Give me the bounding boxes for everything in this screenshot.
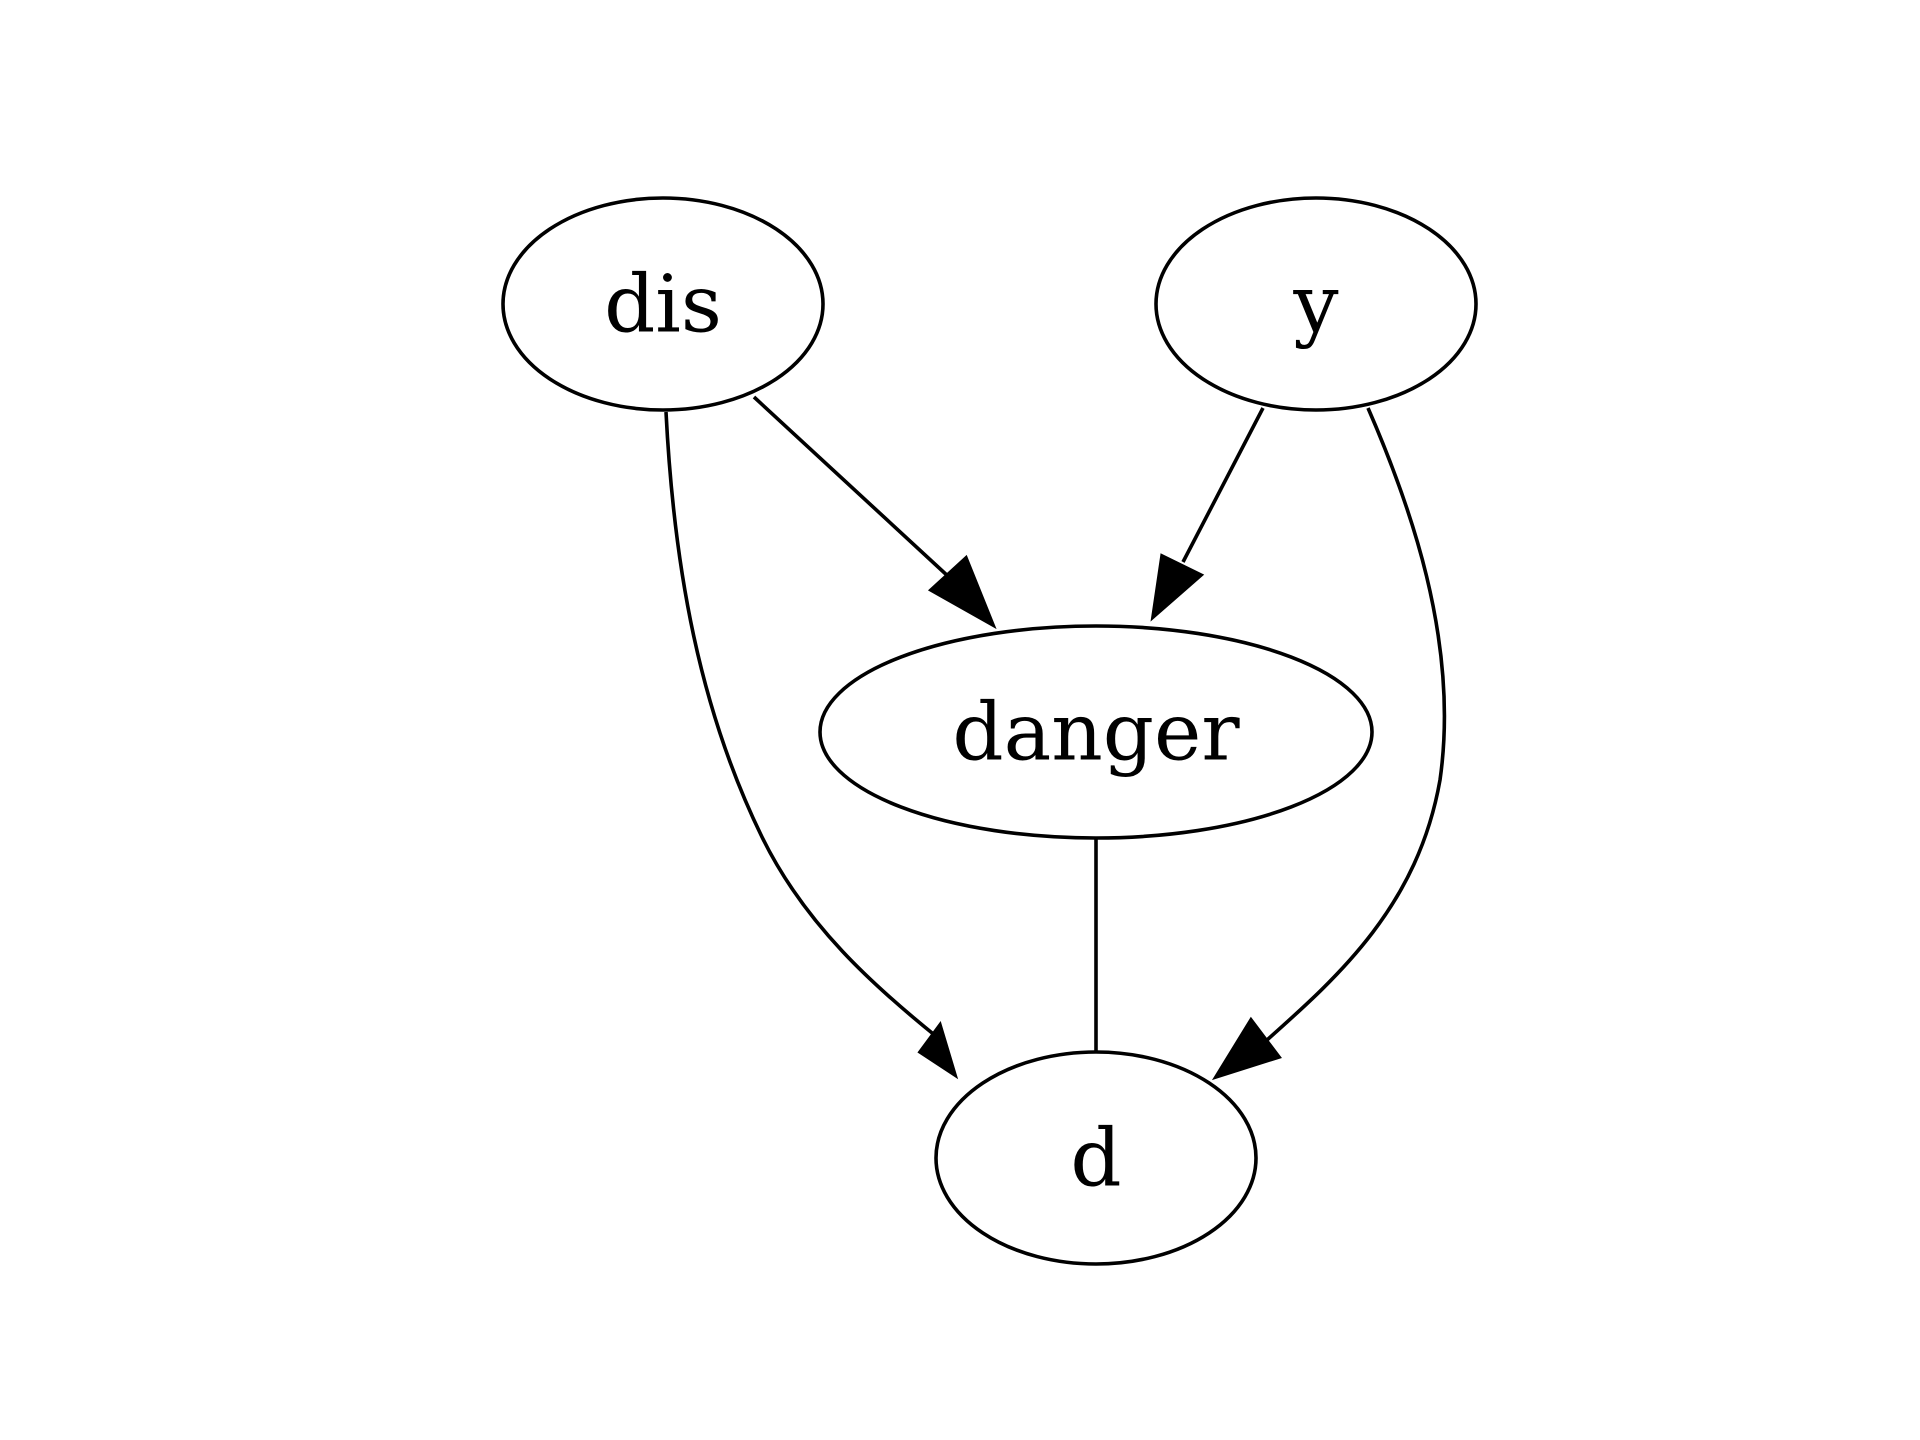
node-label-danger: danger [952, 686, 1240, 779]
edge-dis-d [664, 411, 959, 1080]
nodes: dis y danger d [501, 196, 1478, 1266]
node-d: d [934, 1050, 1258, 1266]
node-y: y [1154, 196, 1478, 412]
edges [664, 395, 1447, 1081]
edge-y-danger [1150, 407, 1265, 622]
node-dis: dis [501, 196, 825, 412]
node-label-d: d [1070, 1112, 1121, 1205]
edge-dis-danger [752, 395, 997, 630]
node-label-dis: dis [604, 258, 722, 351]
node-label-y: y [1292, 258, 1338, 351]
edge-y-d [1211, 407, 1447, 1081]
node-danger: danger [818, 624, 1374, 840]
